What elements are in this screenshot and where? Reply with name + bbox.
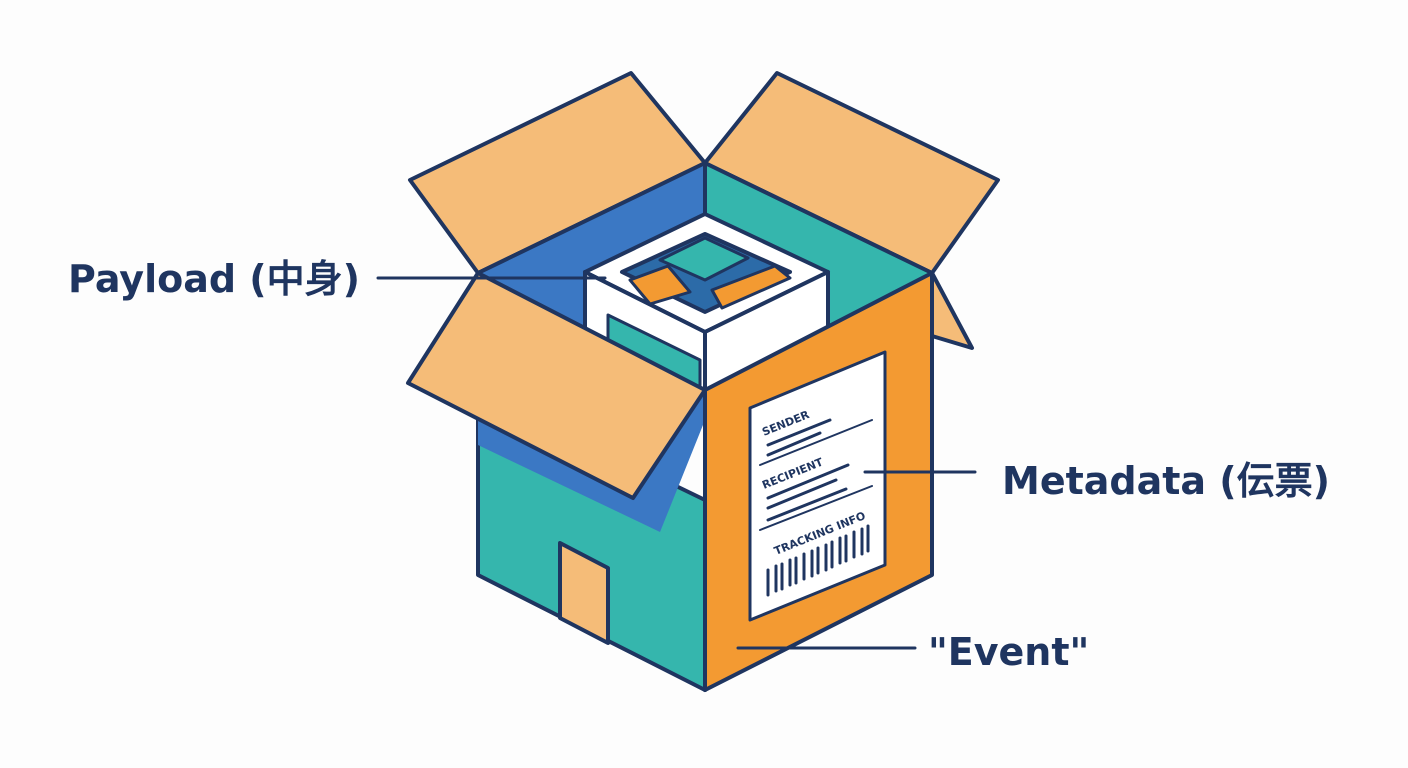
event-callout: "Event" <box>928 630 1089 674</box>
front-left-flap <box>406 271 707 500</box>
payload-inner-blue <box>710 264 792 310</box>
shipping-label <box>748 350 887 622</box>
payload-inner-teal <box>658 236 750 282</box>
barcode <box>766 524 870 597</box>
payload-inner-orange <box>628 264 692 306</box>
front-right-flap <box>930 271 974 350</box>
payload-object <box>583 212 830 397</box>
metadata-callout: Metadata (伝票) <box>1002 459 1330 503</box>
door-icon <box>558 541 610 645</box>
payload-callout: Payload (中身) <box>68 257 360 301</box>
